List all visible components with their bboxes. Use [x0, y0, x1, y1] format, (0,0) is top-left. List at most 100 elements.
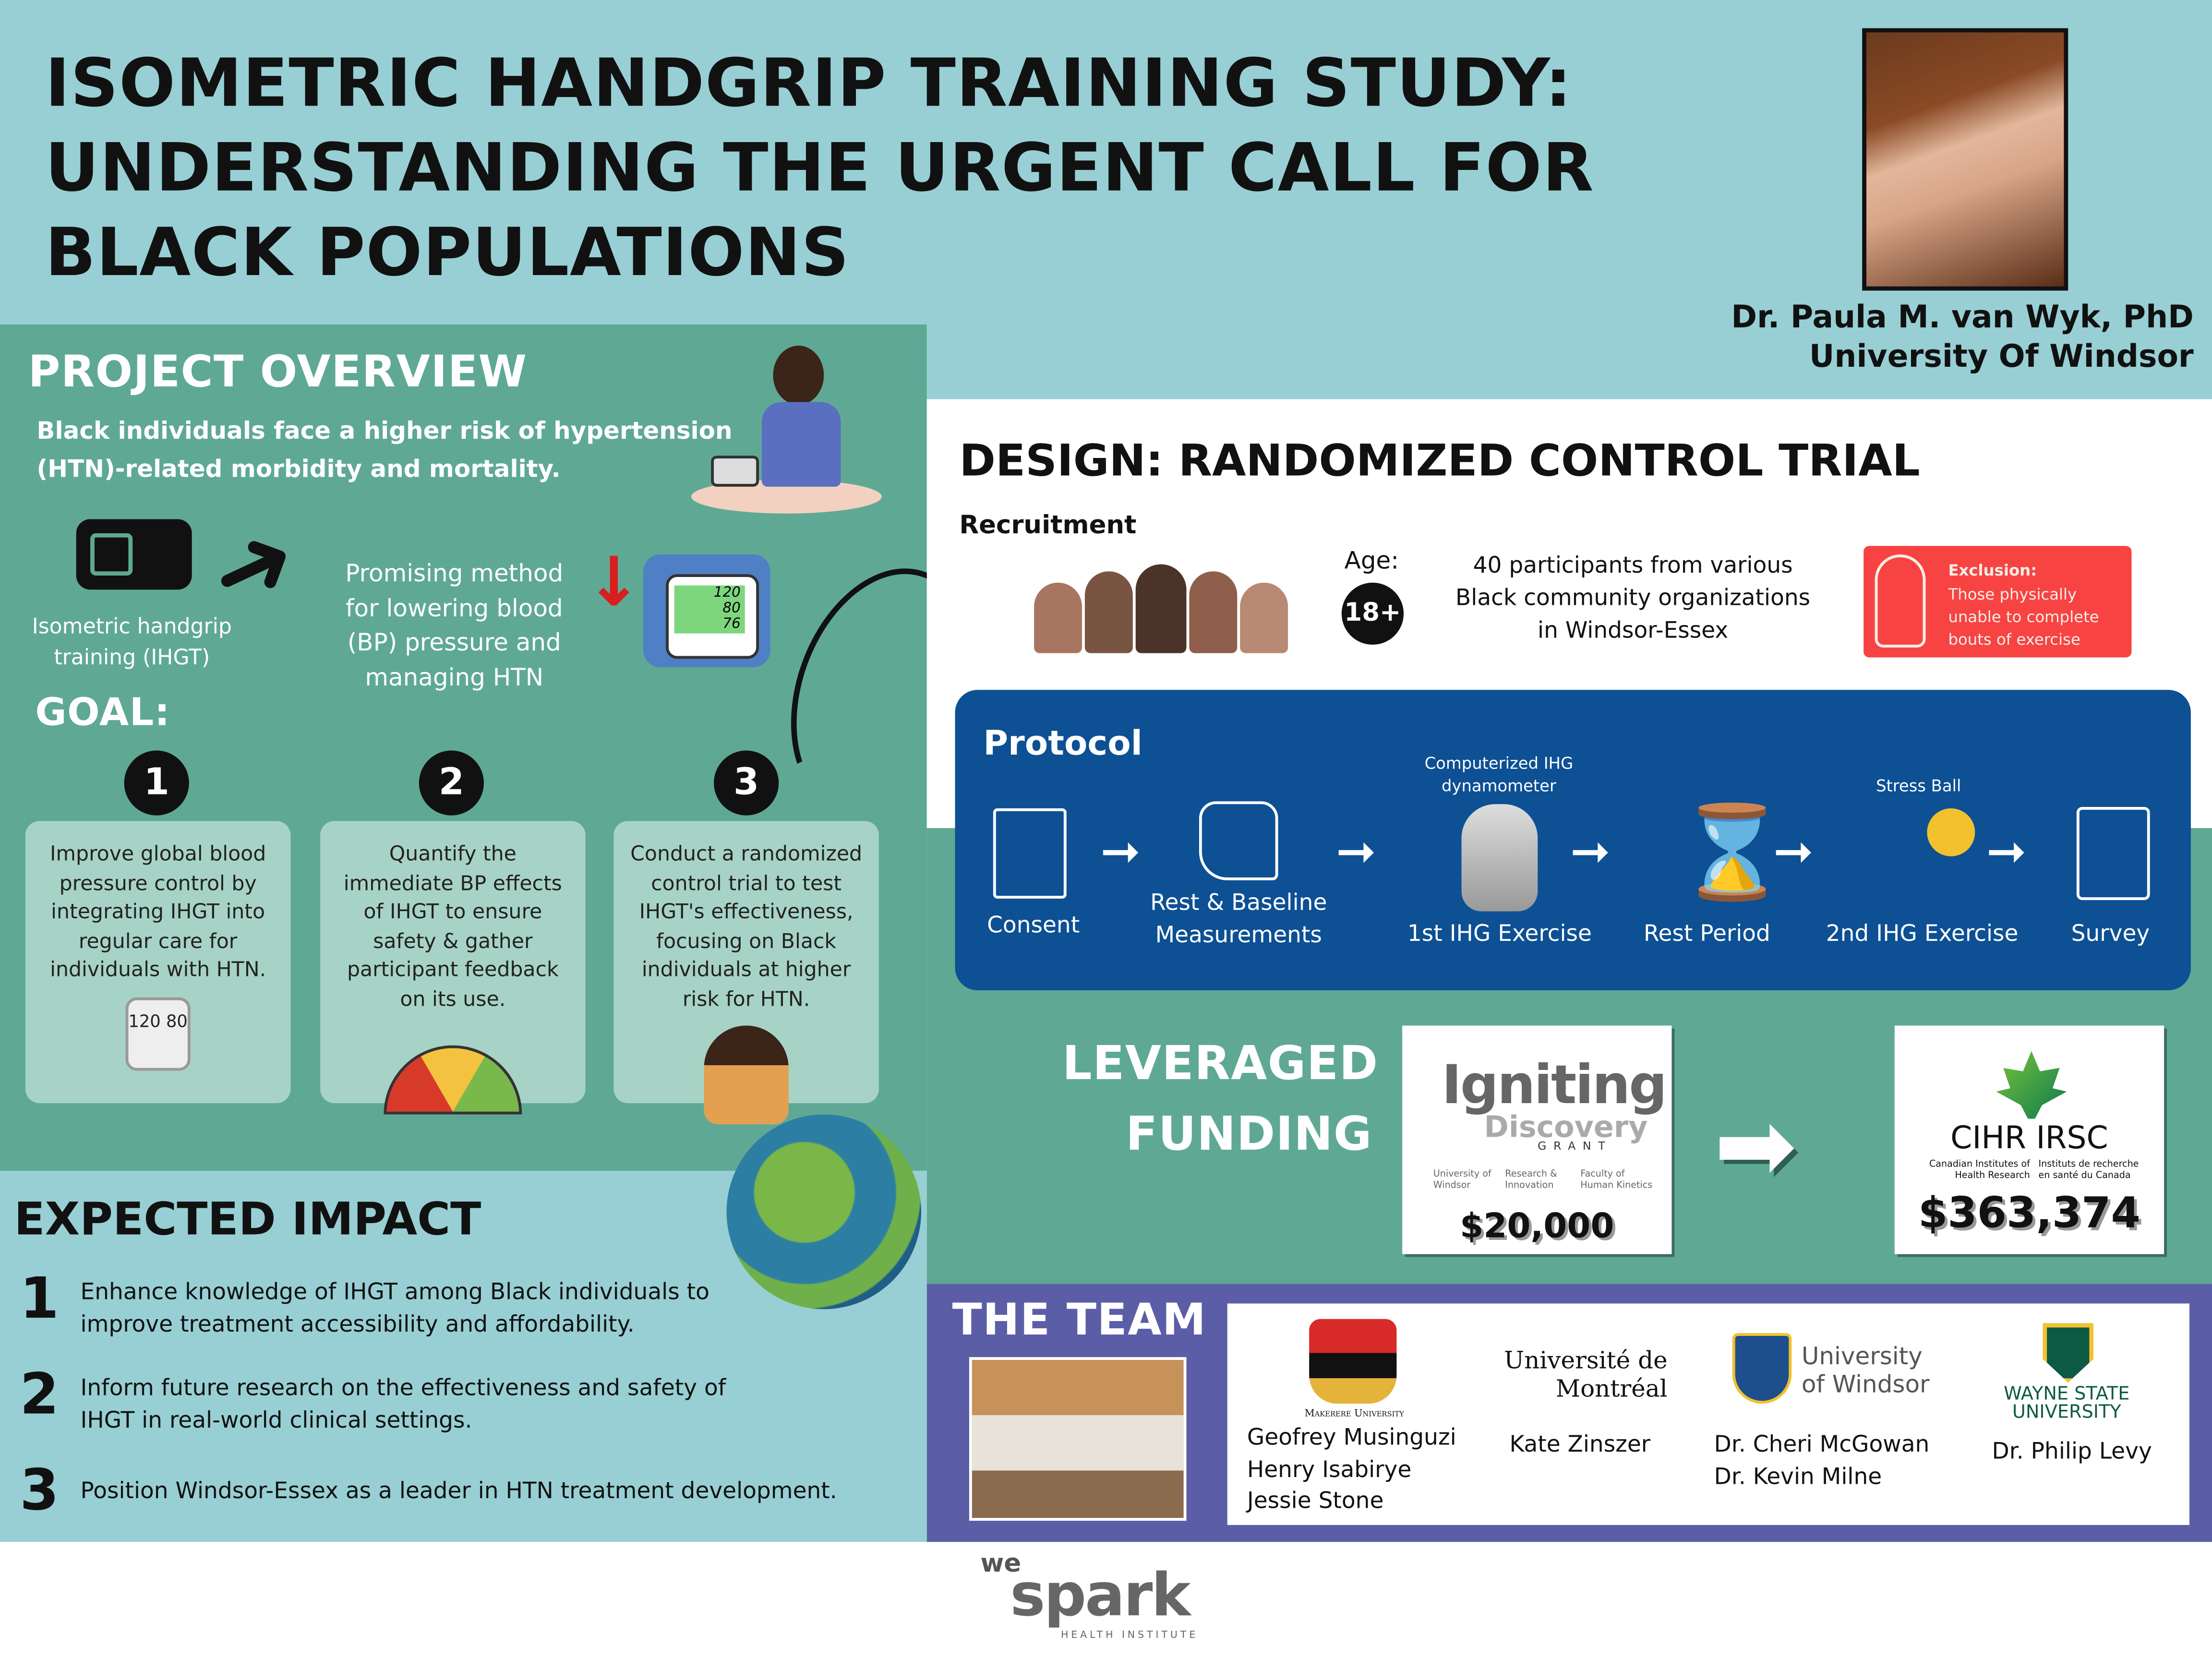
grant-label: GRANT	[1538, 1140, 1612, 1153]
dynamometer-caption: Computerized IHG dynamometer	[1424, 753, 1574, 796]
maple-leaf-logo	[1996, 1051, 2067, 1119]
dynamometer-icon	[1461, 804, 1538, 912]
goal-heading: GOAL:	[35, 691, 170, 735]
funding-heading-2: FUNDING	[1126, 1106, 1372, 1161]
overview-heading: PROJECT OVERVIEW	[28, 347, 528, 398]
goal-number-1: 1	[124, 750, 189, 816]
impact-text-1: Enhance knowledge of IHGT among Black in…	[80, 1278, 709, 1337]
cihr-english: Canadian Institutes of Health Research	[1929, 1158, 2030, 1181]
author-affiliation: University Of Windsor	[1809, 340, 2194, 375]
globe-people-illustration	[726, 1114, 922, 1310]
exclusion-text: Those physically unable to complete bout…	[1948, 585, 2099, 649]
funding-heading-1: LEVERAGED	[1062, 1035, 1379, 1091]
pressure-gauge-icon	[384, 1045, 522, 1115]
partner-research: Research & Innovation	[1505, 1168, 1557, 1191]
impact-heading: EXPECTED IMPACT	[14, 1192, 481, 1246]
participants-text: 40 participants from various Black commu…	[1455, 552, 1811, 644]
igniting-logo: Igniting	[1442, 1054, 1667, 1116]
bp-device-icon: 120 80	[125, 997, 191, 1070]
impact-text-3: Position Windsor-Essex as a leader in HT…	[80, 1477, 837, 1504]
impact-number-1: 1	[20, 1267, 59, 1332]
goal-text-2: Quantify the immediate BP effects of IHG…	[343, 843, 562, 1011]
team-member: Dr. Cheri McGowan	[1714, 1430, 1930, 1457]
author-block: Dr. Paula M. van Wyk, PhD University Of …	[1693, 299, 2194, 378]
design-heading: DESIGN: RANDOMIZED CONTROL TRIAL	[959, 436, 1920, 487]
team-member: Geofrey Musinguzi	[1247, 1423, 1456, 1451]
arrow-icon: ➞	[1336, 824, 1376, 880]
goal-text-3: Conduct a randomized control trial to te…	[630, 843, 863, 1011]
consent-form-icon	[993, 808, 1067, 899]
team-member: Henry Isabirye	[1247, 1455, 1412, 1482]
researcher-illustration	[704, 1025, 789, 1125]
people-group-icon	[1034, 564, 1299, 653]
step-rest-baseline: Rest & Baseline Measurements	[1150, 889, 1327, 948]
partner-uwindsor: University of Windsor	[1433, 1168, 1491, 1191]
igniting-discovery-card: Igniting Discovery GRANT University of W…	[1402, 1025, 1672, 1254]
author-photo	[1862, 28, 2068, 291]
cihr-name: CIHR IRSC	[1950, 1121, 2108, 1157]
handgrip-device-icon	[76, 519, 192, 590]
cihr-amount: $363,374	[1918, 1189, 2140, 1239]
person-excluded-icon	[1875, 554, 1926, 648]
wespark-logo-sub: HEALTH INSTITUTE	[1060, 1629, 1199, 1641]
wespark-logo-top: we	[980, 1549, 1022, 1579]
exclusion-box: Exclusion: Those physically unable to co…	[1863, 546, 2132, 658]
goal-card-3: Conduct a randomized control trial to te…	[613, 821, 879, 1125]
udem-logo: Université de Montréal	[1504, 1347, 1668, 1404]
arrow-icon: ➞	[1100, 824, 1141, 880]
header-band	[0, 0, 2212, 325]
impact-number-3: 3	[20, 1458, 59, 1524]
header-band-right	[926, 324, 2212, 399]
promise-text: Promising method for lowering blood (BP)…	[345, 560, 564, 692]
uwindsor-shield-logo	[1732, 1333, 1792, 1404]
wayne-state-shield-logo	[2043, 1323, 2094, 1383]
makerere-crest-logo	[1309, 1319, 1397, 1404]
team-member: Kate Zinszer	[1509, 1430, 1651, 1457]
stress-ball-icon	[1927, 808, 1975, 856]
person-bp-cuff-illustration	[691, 346, 882, 515]
impact-text-2: Inform future research on the effectiven…	[80, 1374, 726, 1433]
goal-number-3: 3	[714, 750, 779, 816]
impact-number-2: 2	[20, 1362, 59, 1428]
down-arrow-icon: ↓	[585, 543, 642, 623]
team-member: Dr. Kevin Milne	[1714, 1462, 1882, 1489]
page-title: ISOMETRIC HANDGRIP TRAINING STUDY: UNDER…	[45, 45, 1595, 292]
survey-clipboard-icon	[2076, 806, 2150, 900]
age-badge: 18+	[1341, 582, 1404, 645]
team-member: Jessie Stone	[1247, 1487, 1384, 1514]
step-survey: Survey	[2071, 920, 2150, 947]
overview-intro: Black individuals face a higher risk of …	[36, 417, 733, 484]
cihr-card: CIHR IRSC Canadian Institutes of Health …	[1894, 1025, 2164, 1254]
team-member-list-uwindsor: Dr. Cheri McGowan Dr. Kevin Milne	[1714, 1429, 1930, 1492]
partner-kinetics: Faculty of Human Kinetics	[1580, 1168, 1653, 1191]
monitor-sys: 120	[713, 585, 741, 601]
arrow-icon: ➞	[1570, 824, 1611, 880]
arrow-icon: ➞	[1773, 824, 1814, 880]
hourglass-icon: ⌛	[1676, 801, 1789, 906]
recruitment-label: Recruitment	[959, 510, 1137, 541]
wayne-state-logo-text: WAYNE STATE UNIVERSITY	[2004, 1383, 2130, 1424]
age-label: Age:	[1344, 547, 1399, 576]
goal-card-1: Improve global blood pressure control by…	[25, 821, 291, 1104]
wespark-logo-main: spark	[1010, 1560, 1190, 1630]
goal-card-2: Quantify the immediate BP effects of IHG…	[320, 821, 586, 1115]
monitor-dia: 80	[722, 601, 741, 617]
discovery-logo: Discovery	[1484, 1110, 1648, 1144]
protocol-heading: Protocol	[983, 723, 1142, 763]
bp-monitor-icon: 120 80 76	[643, 554, 770, 668]
team-photo	[969, 1357, 1187, 1521]
goal-text-1: Improve global blood pressure control by…	[49, 843, 266, 982]
goal-number-2: 2	[419, 750, 484, 816]
step-rest-period: Rest Period	[1643, 920, 1770, 947]
team-member-list-makerere: Geofrey Musinguzi Henry Isabirye Jessie …	[1247, 1422, 1456, 1517]
monitor-pul: 76	[722, 616, 741, 632]
step-first-ihg: 1st IHG Exercise	[1407, 920, 1592, 947]
cihr-french: Instituts de recherche en santé du Canad…	[2038, 1158, 2139, 1181]
arrow-icon: ➞	[1986, 824, 2027, 880]
uwindsor-logo-text: University of Windsor	[1801, 1343, 1930, 1400]
makerere-label: Makerere University	[1304, 1407, 1404, 1419]
team-member: Dr. Philip Levy	[1992, 1437, 2152, 1465]
ihgt-label: Isometric handgrip training (IHGT)	[32, 613, 232, 670]
stress-ball-caption: Stress Ball	[1876, 776, 1961, 796]
resting-chair-icon	[1199, 801, 1278, 880]
